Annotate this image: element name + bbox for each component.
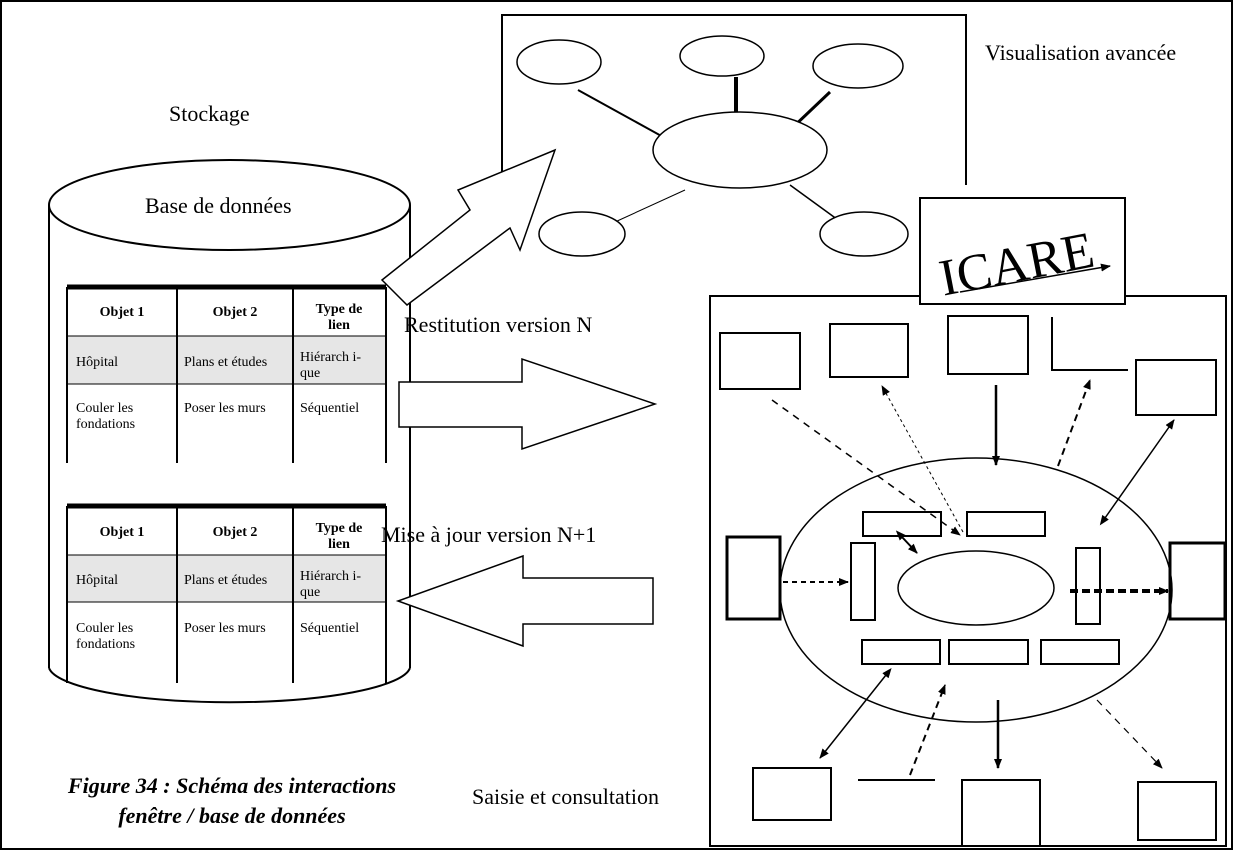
saisie-label: Saisie et consultation <box>472 784 659 809</box>
table-cell: Plans et études <box>184 355 267 370</box>
connection-arrows <box>771 379 1175 776</box>
database-cylinder <box>48 159 411 704</box>
window-box <box>1137 781 1217 841</box>
stockage-label: Stockage <box>169 101 250 126</box>
table-cell: Poser les murs <box>184 621 266 636</box>
network-node <box>679 35 765 77</box>
restitution-arrow <box>398 357 658 451</box>
inner-component <box>1040 639 1120 665</box>
table-cell: Hôpital <box>76 573 118 588</box>
inner-component <box>966 511 1046 537</box>
table-cell: que <box>300 585 320 600</box>
database-label: Base de données <box>145 193 292 218</box>
table-header: lien <box>328 537 350 552</box>
table-header: Objet 2 <box>213 525 258 540</box>
table-header: Objet 1 <box>100 525 145 540</box>
window-box <box>829 323 909 378</box>
update-arrow <box>395 554 654 648</box>
central-ellipse <box>779 457 1173 723</box>
visualisation-label: Visualisation avancée <box>985 40 1176 65</box>
table-header: Type de <box>316 302 363 317</box>
table-cell: Hiérarch i- <box>300 569 361 584</box>
inner-component <box>948 639 1029 665</box>
figure-caption-line1: Figure 34 : Schéma des interactions <box>67 773 396 798</box>
table-cell: Couler les <box>76 401 133 416</box>
inner-ellipse <box>897 550 1055 626</box>
icare-logo: ICARE <box>919 197 1126 308</box>
network-node <box>812 43 904 89</box>
network-node <box>819 211 909 257</box>
network-node <box>516 39 602 85</box>
table-cell: Couler les <box>76 621 133 636</box>
table-cell: Hôpital <box>76 355 118 370</box>
window-box <box>961 779 1041 846</box>
table-cell: fondations <box>76 417 135 432</box>
window-box <box>947 315 1029 375</box>
window-box <box>719 332 801 390</box>
visualisation-panel <box>501 14 967 257</box>
restitution-label: Restitution version N <box>404 312 592 337</box>
update-label: Mise à jour version N+1 <box>381 522 596 547</box>
table-cell: fondations <box>76 637 135 652</box>
table-header: Objet 2 <box>213 305 258 320</box>
table-cell: Hiérarch i- <box>300 350 361 365</box>
window-box <box>1135 359 1217 416</box>
inner-component <box>1075 547 1101 625</box>
diagonal-arrow-to-visualisation <box>380 148 557 306</box>
inner-component <box>850 542 876 621</box>
window-box <box>725 535 782 621</box>
inner-component <box>861 639 941 665</box>
table-cell: que <box>300 366 320 381</box>
window-box-partial <box>1051 317 1128 371</box>
window-box <box>1168 541 1227 621</box>
table-cell: Séquentiel <box>300 621 359 636</box>
figure-caption-line2: fenêtre / base de données <box>118 803 345 828</box>
table-header: Type de <box>316 521 363 536</box>
table-header: Objet 1 <box>100 305 145 320</box>
table-top: Objet 1 Objet 2 Type de lien Hôpital Pla… <box>66 284 387 463</box>
table-cell: Poser les murs <box>184 401 266 416</box>
network-node-center <box>652 111 828 189</box>
inner-component <box>862 511 942 537</box>
table-cell: Séquentiel <box>300 401 359 416</box>
table-bottom: Objet 1 Objet 2 Type de lien Hôpital Pla… <box>66 503 387 683</box>
network-node <box>538 211 626 257</box>
window-box <box>752 767 832 821</box>
table-cell: Plans et études <box>184 573 267 588</box>
table-header: lien <box>328 318 350 333</box>
